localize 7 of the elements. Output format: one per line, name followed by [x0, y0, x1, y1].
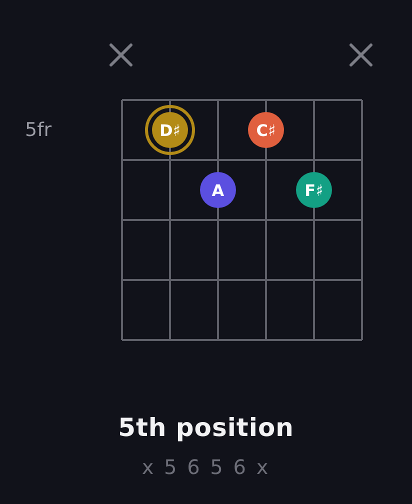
chord-title: 5th position — [118, 415, 294, 440]
note-dot: F♯ — [296, 172, 332, 208]
note-dot: C♯ — [248, 112, 284, 148]
fingering-caption: x 5 6 5 6 x — [142, 457, 270, 477]
fret-label: 5fr — [25, 121, 52, 140]
root-note-dot: D♯ — [145, 105, 195, 155]
note-dot: A — [200, 172, 236, 208]
